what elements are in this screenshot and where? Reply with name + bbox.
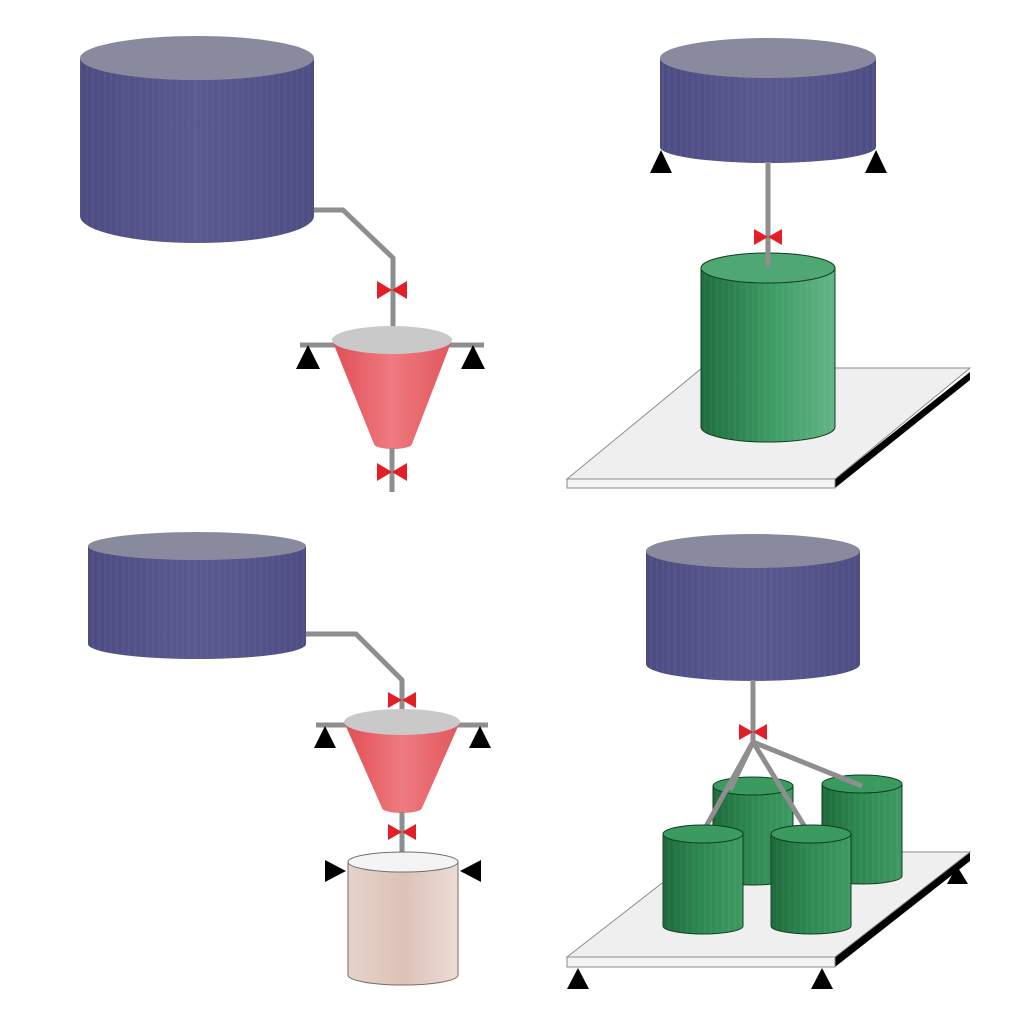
support-icon — [469, 726, 491, 748]
silo-icon — [80, 36, 314, 243]
support-icon — [567, 968, 589, 989]
pipe — [314, 207, 396, 346]
tank-icon — [770, 824, 852, 935]
silo-icon — [88, 532, 306, 659]
valve-icon — [377, 463, 407, 481]
tank-icon — [662, 824, 744, 935]
support-icon — [314, 726, 336, 748]
hopper-icon — [332, 326, 452, 449]
silo-icon — [660, 38, 876, 163]
support-icon — [296, 345, 320, 369]
pipe — [752, 739, 863, 789]
support-icon — [650, 150, 672, 173]
panel-silo-to-four-tanks-on-scale — [565, 534, 972, 989]
pipe — [750, 740, 811, 834]
panel-silo-to-tank-on-scale — [565, 38, 972, 489]
valve-icon — [754, 229, 782, 245]
hopper-icon — [344, 709, 460, 813]
bin-icon — [347, 851, 459, 986]
support-icon — [811, 968, 833, 989]
valve-icon — [388, 824, 416, 840]
valve-icon — [377, 281, 407, 299]
support-icon — [865, 150, 887, 173]
silo-icon — [646, 534, 860, 681]
support-icon — [461, 345, 485, 369]
panel-silo-to-hopper — [80, 36, 485, 492]
pipe — [727, 740, 756, 792]
panel-silo-to-hopper-to-bin — [88, 532, 491, 986]
tank-icon — [700, 252, 836, 443]
support-icon — [325, 860, 346, 882]
support-icon — [947, 866, 968, 884]
valve-icon — [739, 724, 767, 740]
support-icon — [460, 860, 481, 882]
valve-icon — [388, 692, 416, 708]
pipe — [306, 631, 405, 724]
